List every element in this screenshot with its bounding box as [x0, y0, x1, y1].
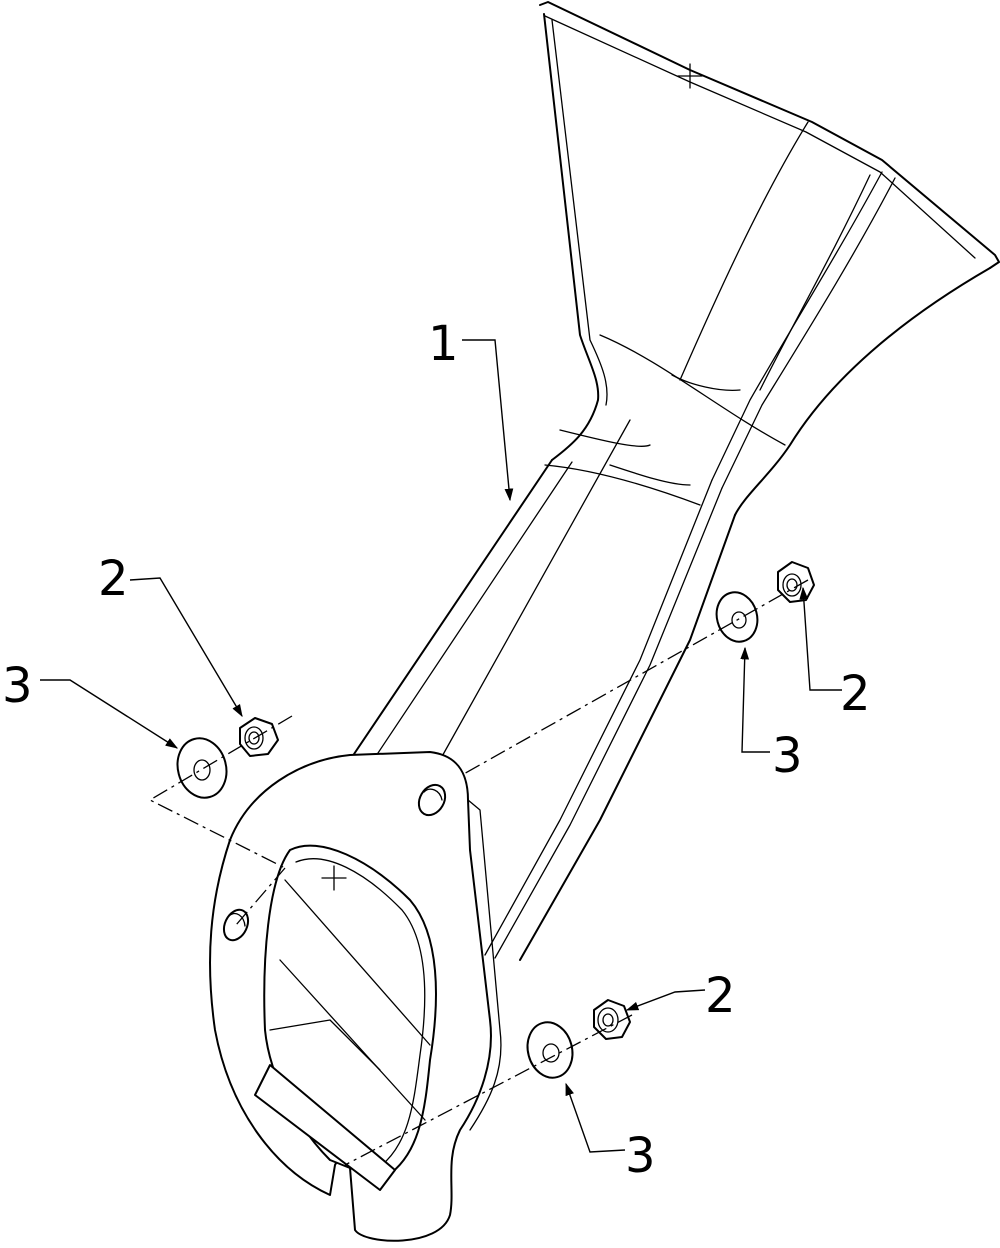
assembly-axis-left	[148, 715, 293, 926]
tube-band-1	[559, 429, 651, 447]
callout-washer-right: 3	[772, 728, 803, 784]
tube-right-rail-2	[494, 487, 723, 959]
assembly-axis-bottom	[344, 1014, 633, 1166]
opening-interior-edge-1	[284, 879, 431, 1046]
flange-thickness	[467, 799, 502, 1131]
tube-band-3	[609, 464, 691, 486]
callout-washer-left: 3	[2, 658, 33, 714]
opening-interior-edge-2	[279, 959, 426, 1121]
funnel-fold-line-2	[759, 174, 871, 391]
nut-right	[777, 561, 815, 603]
center-mark-top	[677, 63, 703, 89]
bolt-hole-top-right	[417, 783, 447, 817]
callout-nut-right: 2	[840, 666, 871, 722]
funnel-rim-inner	[544, 15, 976, 259]
funnel-side-rail-2	[721, 177, 896, 489]
tube-right-edge	[519, 514, 736, 961]
leader-3-right	[740, 646, 770, 753]
leader-1	[462, 339, 514, 502]
leader-3-bottom	[565, 1082, 626, 1153]
funnel-side-rail	[711, 171, 883, 481]
center-mark	[321, 865, 347, 891]
washer-left	[176, 737, 228, 799]
funnel-cross-curve-2	[671, 374, 741, 391]
tube-left-edge	[349, 459, 553, 761]
funnel-rim	[539, 1, 1000, 269]
bracket-body	[209, 1, 1000, 1242]
opening-interior-edge-3	[269, 1019, 381, 1071]
leader-2-left	[129, 577, 243, 718]
assembly-axis-right	[461, 579, 809, 776]
tube-band-2	[544, 464, 701, 506]
tube-left-inner	[371, 461, 573, 763]
washer-bottom	[526, 1021, 574, 1079]
funnel-left-edge	[543, 13, 600, 461]
nut-bottom	[593, 999, 631, 1040]
funnel-left-edge-inner	[551, 19, 608, 406]
nut-left	[239, 717, 279, 757]
leader-2-bottom	[625, 989, 706, 1011]
leader-2-right	[799, 586, 842, 691]
callout-washer-bottom: 3	[625, 1128, 656, 1184]
opening-tab	[254, 1064, 396, 1191]
funnel-cross-curve	[599, 334, 786, 446]
tube-top-crease	[439, 419, 631, 761]
callout-part-1: 1	[428, 316, 459, 372]
tube-right-rail	[484, 479, 713, 956]
callout-nut-bottom: 2	[705, 968, 736, 1024]
funnel-fold-line	[679, 121, 809, 381]
flange-opening-lip	[295, 858, 426, 1169]
callout-nut-left: 2	[98, 551, 129, 607]
funnel-right-edge	[734, 267, 991, 516]
washer-right	[715, 591, 759, 643]
leader-3-left	[40, 679, 179, 749]
